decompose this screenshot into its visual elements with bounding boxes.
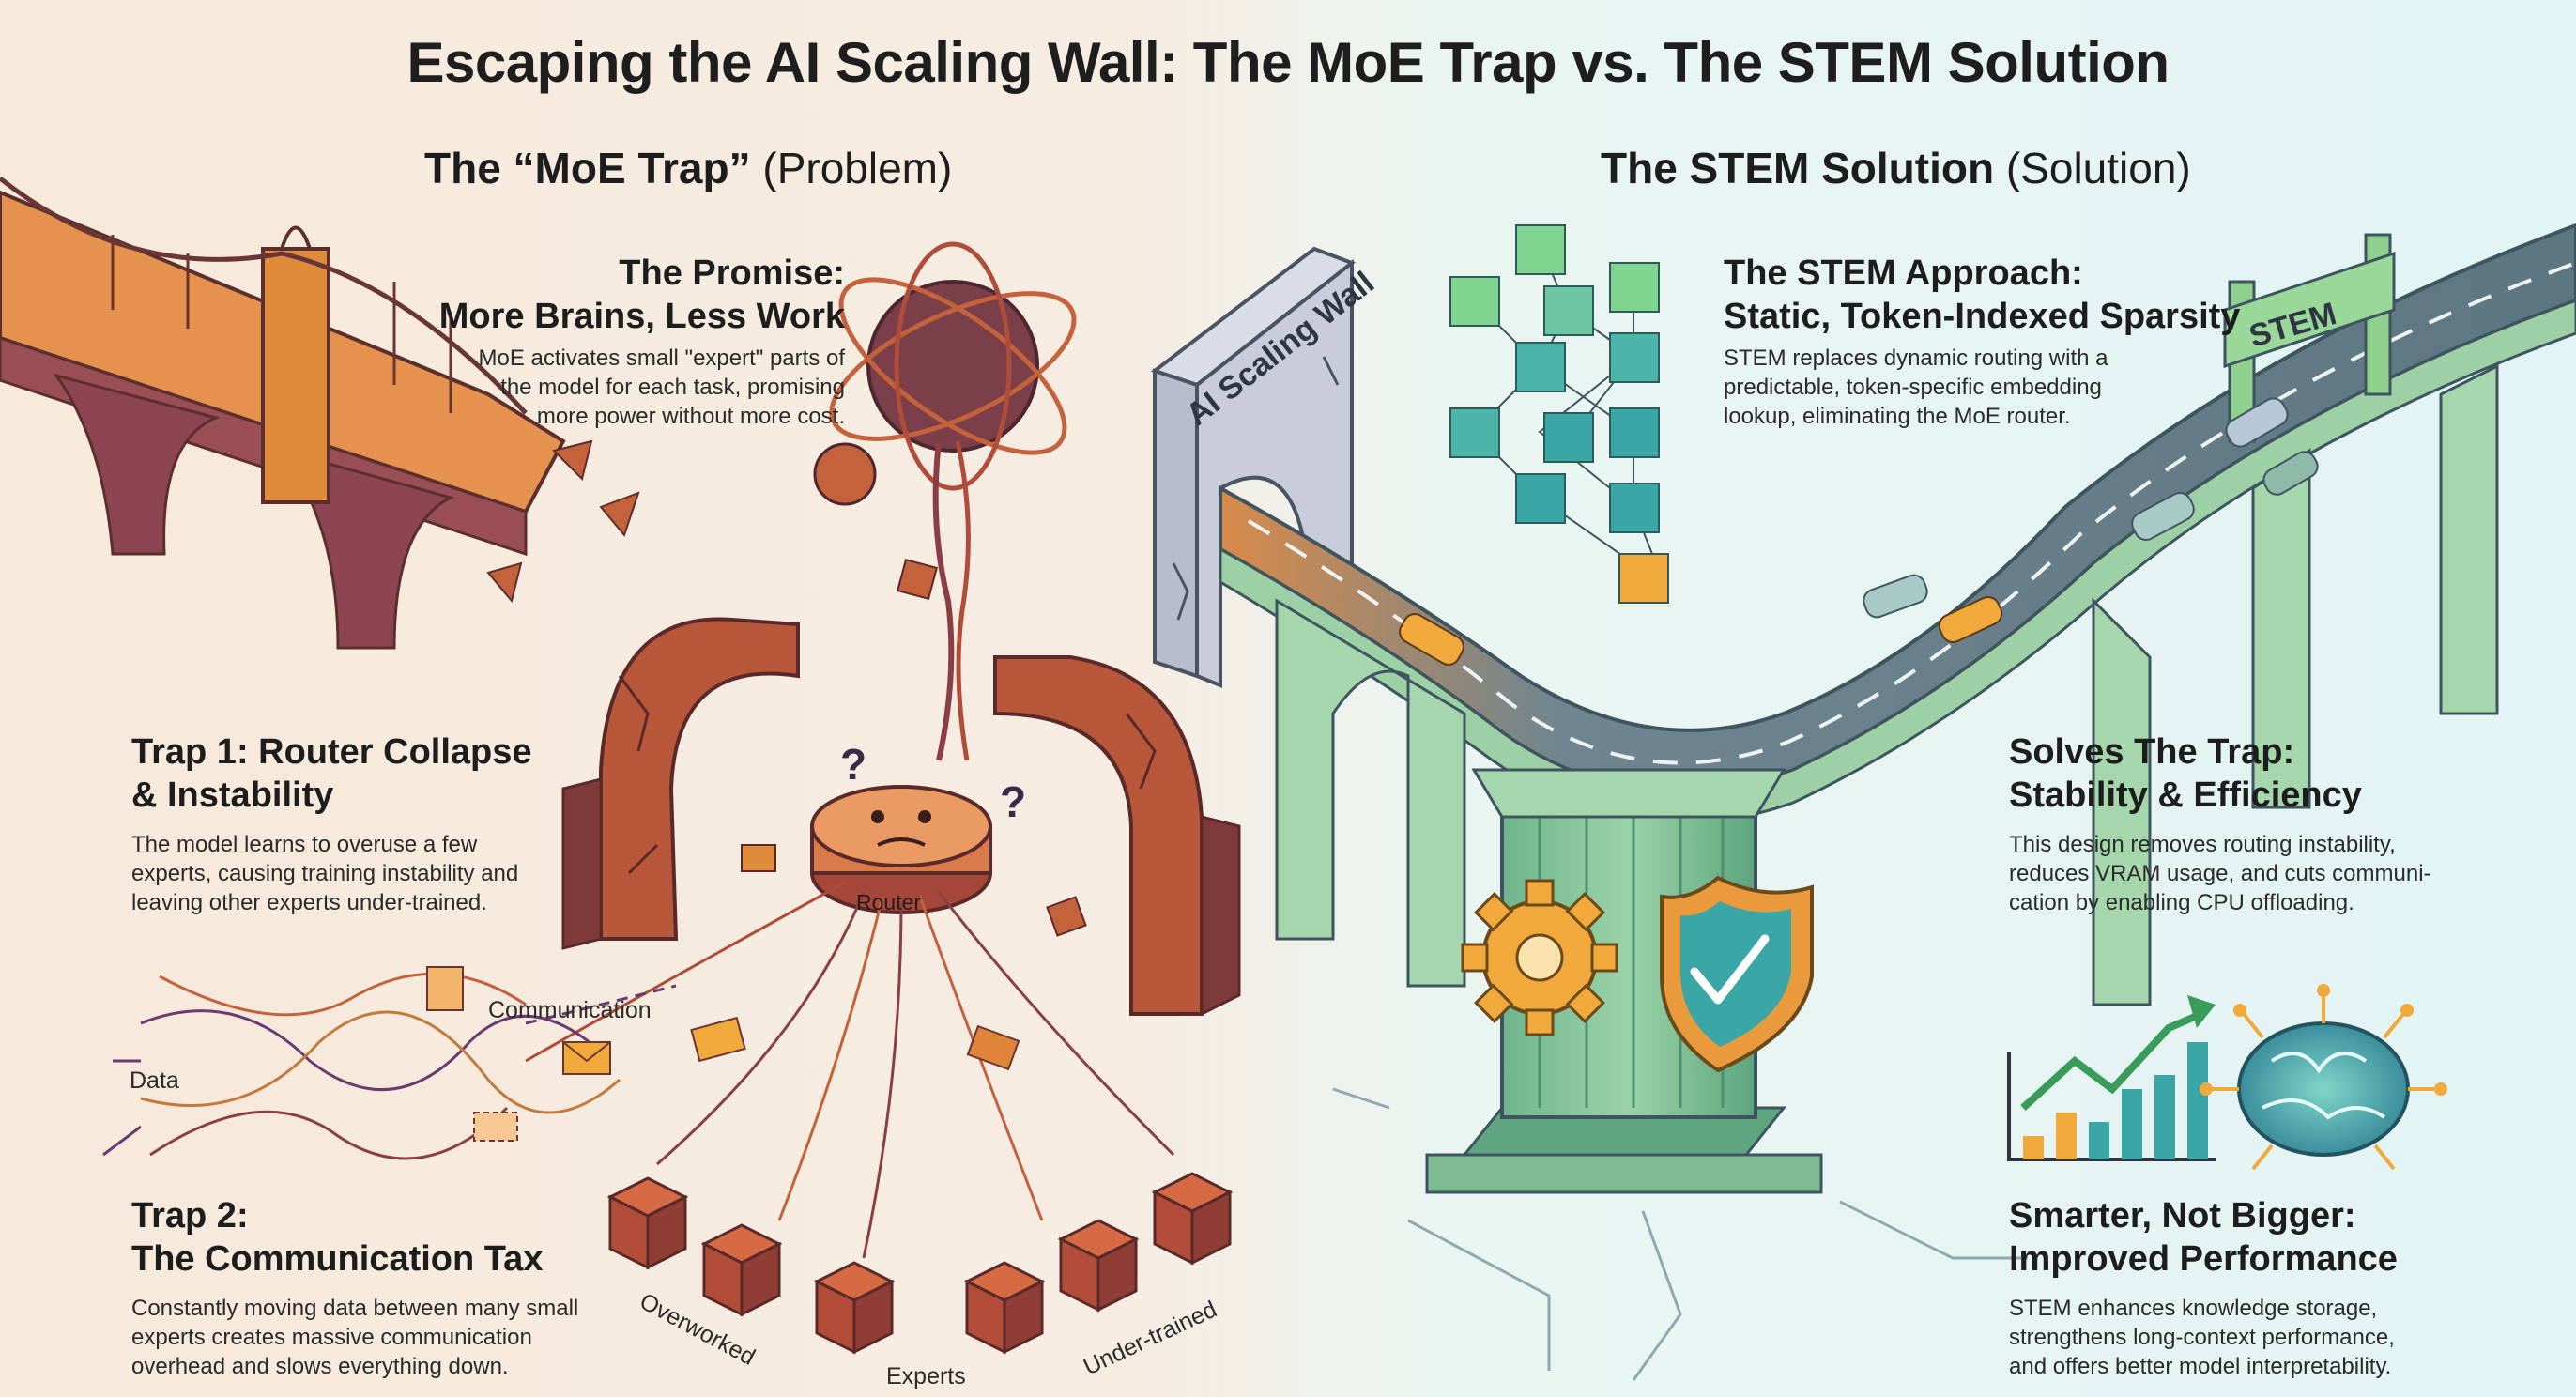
smarter-body-line3: and offers better model interpretability… — [2009, 1354, 2392, 1379]
trap1-body-line3: leaving other experts under-trained. — [131, 890, 487, 915]
data-label: Data — [130, 1067, 179, 1094]
right-heading-sub: (Solution) — [2005, 144, 2191, 192]
smarter-block: Smarter, Not Bigger: Improved Performanc… — [2009, 1194, 2563, 1381]
trap2-body-line1: Constantly moving data between many smal… — [131, 1296, 579, 1321]
promise-title-line1: The Promise: — [619, 253, 845, 293]
token-cube-lattice — [1449, 224, 1669, 604]
car — [2262, 451, 2319, 496]
tangled-orb — [813, 241, 1077, 761]
stem-bridge — [1219, 223, 2576, 1006]
trap2-body-line2: experts creates massive communication — [131, 1325, 532, 1350]
envelope-icon — [562, 1041, 611, 1075]
solves-title-line1: Solves The Trap: — [2009, 732, 2295, 772]
left-heading-sub: (Problem) — [762, 144, 953, 192]
envelope-icon — [966, 1024, 1020, 1071]
trap1-title-line2: & Instability — [131, 775, 334, 815]
trap2-block: Trap 2: The Communication Tax Constantly… — [131, 1194, 657, 1381]
approach-title-line2: Static, Token-Indexed Sparsity — [1724, 297, 2241, 336]
brain-icon — [2200, 984, 2447, 1171]
promise-body-line2: the model for each task, promising — [500, 375, 845, 400]
data-packet-icon — [473, 1112, 518, 1142]
approach-body-line2: predictable, token-specific embedding — [1724, 375, 2102, 400]
router-label: Router — [856, 890, 922, 914]
approach-body-line1: STEM replaces dynamic routing with a — [1724, 345, 2108, 371]
brick-arches — [561, 558, 1241, 1017]
trap1-block: Trap 1: Router Collapse & Instability Th… — [131, 730, 620, 917]
expert-cubes — [606, 1172, 1234, 1355]
trap2-body-line3: overhead and slows everything down. — [131, 1354, 509, 1379]
car — [1938, 595, 2003, 644]
left-heading: The “MoE Trap” (Problem) — [424, 143, 952, 193]
promise-body-line1: MoE activates small "expert" parts of — [478, 345, 845, 371]
shield-check-icon — [1660, 875, 1814, 1073]
trap1-body-line1: The model learns to overuse a few — [131, 832, 478, 857]
communication-label: Communication — [488, 997, 652, 1023]
smarter-title-line2: Improved Performance — [2009, 1239, 2398, 1279]
promise-block: The Promise: More Brains, Less Work MoE … — [394, 252, 845, 431]
envelope-icon — [690, 1016, 746, 1063]
gear-icon — [1461, 879, 1618, 1036]
promise-title-line2: More Brains, Less Work — [438, 297, 845, 336]
solves-block: Solves The Trap: Stability & Efficiency … — [2009, 730, 2563, 917]
circuit-lines — [1332, 1087, 2028, 1381]
question-mark-icon: ? — [840, 740, 866, 789]
solves-title-line2: Stability & Efficiency — [2009, 775, 2362, 815]
experts-label: Experts — [886, 1363, 966, 1389]
document-icon — [426, 966, 464, 1011]
smarter-title-line1: Smarter, Not Bigger: — [2009, 1196, 2356, 1236]
right-heading-main: The STEM Solution — [1601, 144, 1995, 192]
tangled-data-lines — [102, 972, 677, 1160]
left-heading-main: The “MoE Trap” — [424, 144, 751, 192]
trap1-title-line1: Trap 1: Router Collapse — [131, 732, 532, 772]
car — [1863, 574, 1928, 619]
trap1-body-line2: experts, causing training instability an… — [131, 861, 519, 886]
solves-body-line3: cation by enabling CPU offloading. — [2009, 890, 2354, 915]
car — [1399, 613, 1464, 666]
car — [2225, 397, 2289, 448]
broken-bridge — [0, 177, 640, 650]
page-title: Escaping the AI Scaling Wall: The MoE Tr… — [406, 31, 2170, 94]
approach-body-line3: lookup, eliminating the MoE router. — [1724, 404, 2071, 429]
car — [2131, 492, 2195, 541]
router-device — [810, 785, 992, 914]
trap2-title-line1: Trap 2: — [131, 1196, 249, 1236]
smarter-body-line1: STEM enhances knowledge storage, — [2009, 1296, 2378, 1321]
trap2-title-line2: The Communication Tax — [131, 1239, 544, 1279]
routing-lines — [525, 881, 1175, 1259]
right-heading: The STEM Solution (Solution) — [1601, 143, 2191, 193]
approach-block: The STEM Approach: Static, Token-Indexed… — [1724, 252, 2306, 431]
growth-chart-icon — [2007, 995, 2216, 1161]
solves-body-line2: reduces VRAM usage, and cuts communi- — [2009, 861, 2431, 886]
smarter-body-line2: strengthens long-context performance, — [2009, 1325, 2395, 1350]
question-mark-icon: ? — [1000, 777, 1026, 826]
approach-title-line1: The STEM Approach: — [1724, 253, 2083, 293]
solves-body-line1: This design removes routing instability, — [2009, 832, 2396, 857]
promise-body-line3: more power without more cost. — [536, 404, 845, 429]
